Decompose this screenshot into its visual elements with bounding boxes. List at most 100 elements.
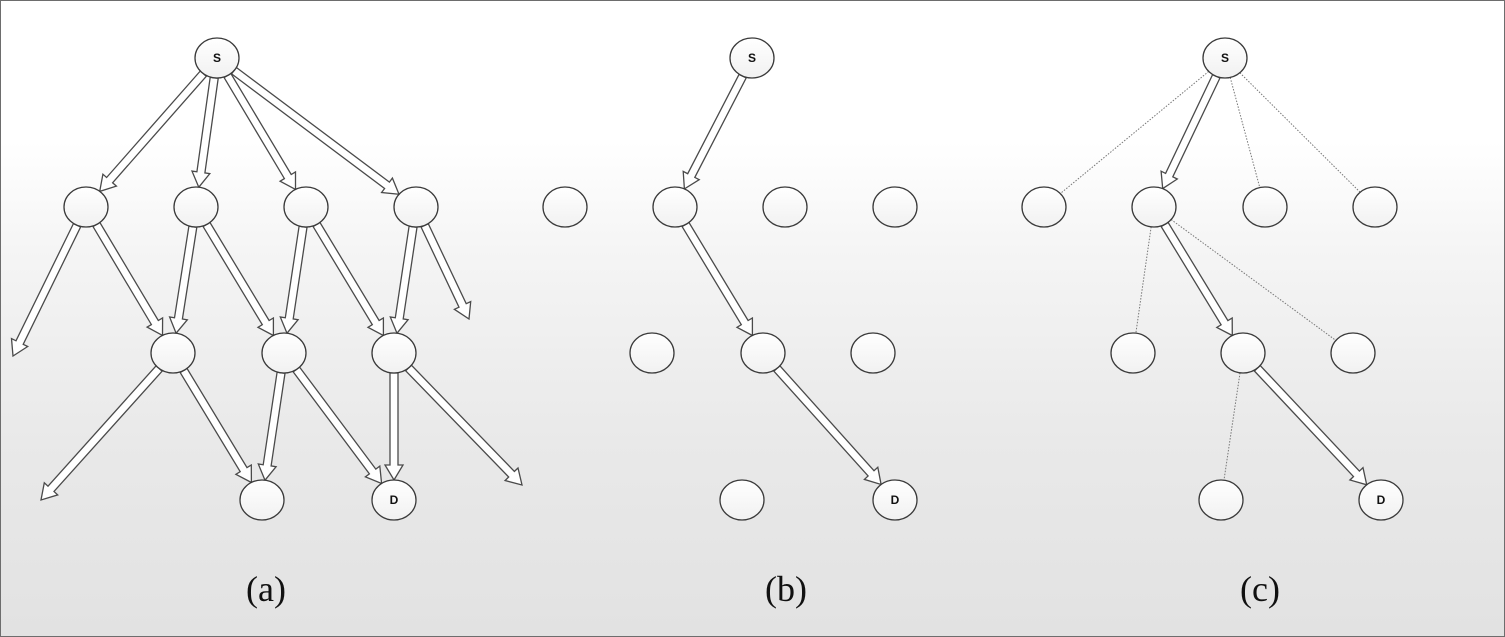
node-label: D [1377, 493, 1386, 507]
node-b-S: S [729, 37, 775, 79]
node-c-b0 [1198, 479, 1244, 521]
node-a-n2 [173, 186, 219, 228]
node-shape [371, 332, 417, 374]
node-c-n3 [1352, 186, 1398, 228]
edge-a-n2-m2-arrow [202, 221, 275, 337]
node-label: S [213, 51, 221, 65]
node-shape [1358, 479, 1404, 521]
node-c-m2 [1330, 332, 1376, 374]
node-shape [261, 332, 307, 374]
edge-a-n1-out-left-1-arrow [10, 222, 82, 358]
panel-c-caption: (c) [1240, 569, 1280, 609]
edge-a-m3-out-right-2-arrow [404, 364, 523, 486]
node-shape [719, 479, 765, 521]
panel-b: SD (b) [542, 37, 918, 609]
edge-a-n4-out-right-1-arrow [420, 222, 472, 321]
node-shape [283, 186, 329, 228]
node-shape [239, 479, 285, 521]
edge-a-n3-m2-arrow [279, 225, 308, 335]
node-a-D: D [371, 479, 417, 521]
node-shape [762, 186, 808, 228]
node-shape [63, 186, 109, 228]
panel-a-edges [10, 66, 523, 501]
node-shape [1220, 332, 1266, 374]
edge-a-S-n2-arrow [190, 76, 219, 189]
node-shape [1330, 332, 1376, 374]
edge-a-m2-D-arrow [292, 366, 383, 485]
node-c-n1 [1131, 186, 1177, 228]
edge-a-m3-D-arrow [383, 372, 405, 482]
node-label: S [748, 51, 756, 65]
edge-a-n4-m3-arrow [389, 225, 418, 335]
edge-b-m1-D-arrow [772, 364, 882, 486]
edge-a-n1-m1-arrow [92, 221, 164, 337]
node-shape [1242, 186, 1288, 228]
panel-c: S D (c) [1021, 37, 1404, 609]
node-b-m1 [740, 332, 786, 374]
panel-a-caption: (a) [246, 569, 286, 609]
node-label: S [1221, 51, 1229, 65]
panel-a: SD (a) [10, 37, 523, 609]
panel-b-nodes: SD [542, 37, 918, 521]
node-b-m0 [629, 332, 675, 374]
node-b-n0 [542, 186, 588, 228]
edge-c-m1-b0 [1223, 372, 1241, 481]
node-shape [393, 186, 439, 228]
node-shape [1131, 186, 1177, 228]
edge-a-n2-m1-arrow [168, 225, 198, 335]
edge-a-S-n4-arrow [230, 66, 401, 196]
node-b-n3 [872, 186, 918, 228]
node-c-m1 [1220, 332, 1266, 374]
edge-c-S-n3 [1239, 72, 1361, 193]
node-shape [872, 186, 918, 228]
edge-c-n1-m1-arrow [1160, 221, 1233, 337]
node-a-m1 [150, 332, 196, 374]
node-a-S: S [194, 37, 240, 79]
node-a-m2 [261, 332, 307, 374]
edge-c-m1-D-arrow [1253, 364, 1368, 486]
node-b-b0 [719, 479, 765, 521]
node-shape [173, 186, 219, 228]
panel-b-caption: (b) [765, 569, 807, 609]
node-b-D: D [872, 479, 918, 521]
node-shape [729, 37, 775, 79]
node-shape [850, 332, 896, 374]
edge-a-m2-b1-arrow [257, 371, 286, 482]
node-a-b1 [239, 479, 285, 521]
node-shape [740, 332, 786, 374]
edge-b-n1-m1-arrow [681, 221, 754, 337]
edge-a-S-n1-arrow [98, 70, 208, 193]
edge-a-n3-m3-arrow [312, 221, 385, 337]
node-shape [1110, 332, 1156, 374]
node-shape [1352, 186, 1398, 228]
panel-b-edges [681, 73, 882, 486]
node-shape [150, 332, 196, 374]
node-label: D [891, 493, 900, 507]
node-b-n2 [762, 186, 808, 228]
node-a-n3 [283, 186, 329, 228]
node-shape [194, 37, 240, 79]
node-shape [1021, 186, 1067, 228]
node-a-m3 [371, 332, 417, 374]
node-a-n1 [63, 186, 109, 228]
node-c-n0 [1021, 186, 1067, 228]
edge-a-S-n3-arrow [223, 72, 297, 191]
node-c-m0 [1110, 332, 1156, 374]
node-label: D [390, 493, 399, 507]
edge-b-S-n1-arrow [682, 73, 748, 191]
edge-c-S-n0 [1059, 71, 1210, 194]
node-c-S: S [1202, 37, 1248, 79]
edge-c-n1-m0 [1135, 226, 1152, 334]
edge-c-S-n1-arrow [1160, 73, 1221, 190]
panel-a-nodes: SD [63, 37, 439, 521]
node-shape [872, 479, 918, 521]
node-shape [629, 332, 675, 374]
node-b-m2 [850, 332, 896, 374]
edge-a-m1-b1-arrow [179, 367, 253, 484]
edge-a-m1-out-left-2-arrow [40, 364, 164, 501]
node-shape [542, 186, 588, 228]
edge-c-n1-m2 [1170, 219, 1337, 341]
node-shape [652, 186, 698, 228]
